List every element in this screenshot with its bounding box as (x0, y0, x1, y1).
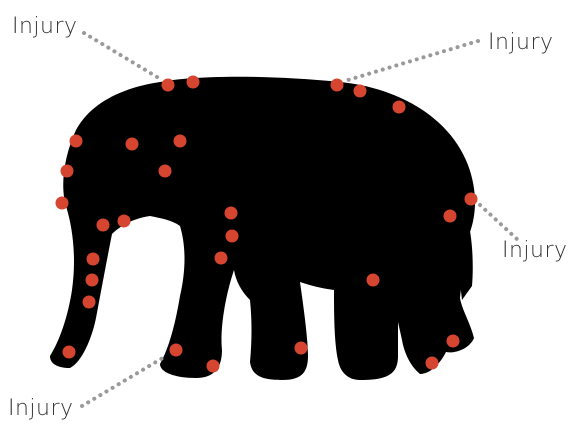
leader-line-bottom-left (82, 356, 166, 406)
injury-marker (426, 357, 439, 370)
injury-marker (215, 252, 228, 265)
injury-marker (86, 274, 99, 287)
injury-marker (83, 296, 96, 309)
injury-marker (159, 165, 172, 178)
injury-callout-label: Injury (488, 32, 554, 54)
injury-marker (354, 85, 367, 98)
injury-marker (207, 360, 220, 373)
injury-marker (63, 346, 76, 359)
leader-line-top-right (348, 41, 478, 80)
elephant-body-shape (50, 77, 475, 380)
elephant-silhouette (50, 77, 475, 380)
injury-marker (87, 253, 100, 266)
injury-marker (367, 274, 380, 287)
injury-marker (97, 219, 110, 232)
injury-marker (174, 135, 187, 148)
injury-marker (118, 215, 131, 228)
injury-marker (70, 135, 83, 148)
injury-marker (56, 197, 69, 210)
injury-callout-label: Injury (502, 240, 568, 262)
injury-marker (126, 138, 139, 151)
injury-callout-label: Injury (12, 16, 78, 38)
injury-marker (162, 79, 175, 92)
injury-marker (465, 193, 478, 206)
injury-marker (331, 79, 344, 92)
injury-marker (226, 230, 239, 243)
injury-marker (444, 210, 457, 223)
leader-line-top-left (84, 33, 162, 80)
injury-marker (225, 207, 238, 220)
injury-marker (393, 101, 406, 114)
injury-marker (295, 342, 308, 355)
injury-marker (187, 76, 200, 89)
injury-marker (447, 335, 460, 348)
injury-marker (61, 165, 74, 178)
injury-marker (170, 344, 183, 357)
leader-line-right (480, 205, 518, 240)
injury-callout-label: Injury (8, 398, 74, 420)
